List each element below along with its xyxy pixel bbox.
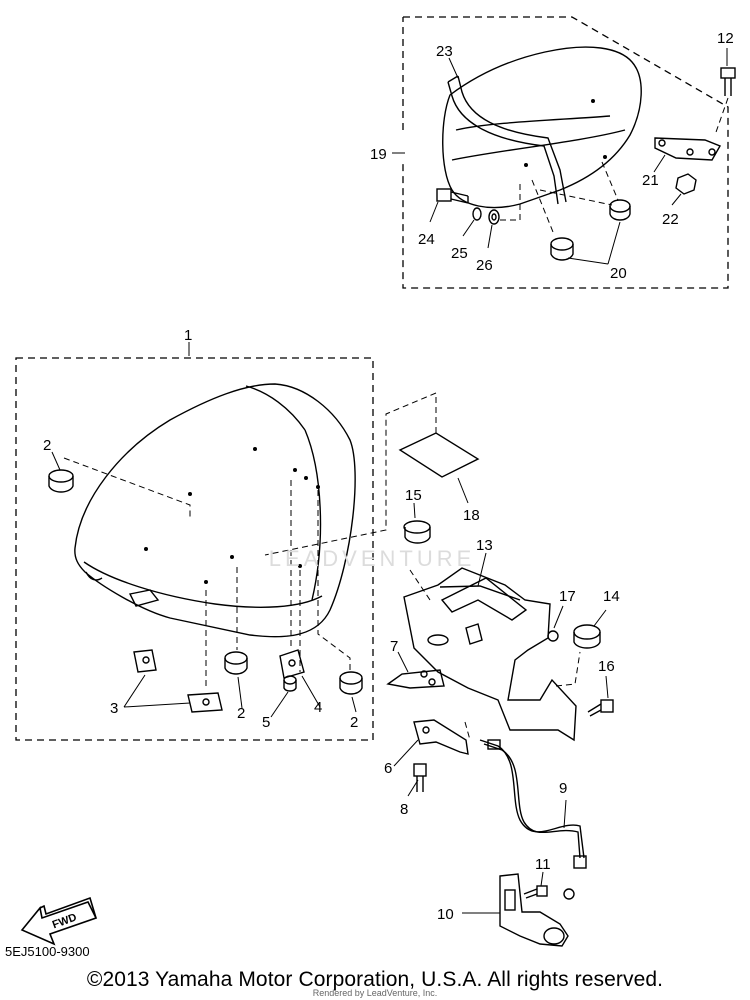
callout-16: 16: [598, 658, 615, 675]
callout-10: 10: [437, 906, 454, 923]
callout-3: 3: [110, 700, 118, 717]
passenger-seat-23: [442, 46, 642, 209]
callout-4: 4: [314, 699, 322, 716]
callout-18: 18: [463, 507, 480, 524]
callout-22: 22: [662, 211, 679, 228]
callout-26: 26: [476, 257, 493, 274]
callout-21: 21: [642, 172, 659, 189]
callout-20: 20: [610, 265, 627, 282]
rendered-by-note: Rendered by LeadVenture, Inc.: [312, 988, 438, 998]
rider-seat-1: [74, 383, 356, 638]
callout-12: 12: [717, 30, 734, 47]
cable-9: [479, 739, 587, 869]
callout-6: 6: [384, 760, 392, 777]
bolt-17: [547, 630, 559, 642]
seat-lock-10: [499, 873, 569, 947]
callout-5: 5: [262, 714, 270, 731]
screw-16: [587, 699, 614, 717]
callout-19: 19: [370, 146, 387, 163]
callout-1: 1: [184, 327, 192, 344]
callout-15: 15: [405, 487, 422, 504]
assembly-19-boundary: [402, 16, 729, 289]
callout-24: 24: [418, 231, 435, 248]
bolt-24: [436, 188, 469, 204]
callout-14: 14: [603, 588, 620, 605]
copyright-notice: ©2013 Yamaha Motor Corporation, U.S.A. A…: [86, 968, 664, 991]
fwd-arrow-icon: FWD: [20, 896, 98, 946]
nut-22: [675, 173, 697, 195]
callout-17: 17: [559, 588, 576, 605]
damper-20a: [609, 199, 631, 221]
damper-2-left: [48, 469, 74, 493]
bolt-12: [720, 67, 736, 96]
lock-holder-6: [413, 719, 469, 755]
bolt-8: [413, 763, 427, 792]
callout-13: 13: [476, 537, 493, 554]
callout-2-left: 2: [43, 437, 51, 454]
washer-25: [472, 207, 482, 221]
damper-2-right: [339, 671, 363, 695]
screw-11: [523, 885, 575, 900]
assembly-1-boundary: [15, 357, 374, 741]
diagram-code: 5EJ5100-9300: [5, 944, 90, 959]
watermark: LEADVENTURE: [268, 546, 476, 571]
label-18: [398, 432, 480, 478]
callout-8: 8: [400, 801, 408, 818]
collar-5: [283, 675, 297, 692]
bracket-4: [279, 649, 305, 679]
tail-cover-13: [403, 567, 577, 742]
callout-11: 11: [535, 856, 551, 873]
bracket-7: [386, 669, 445, 689]
callout-7: 7: [390, 638, 398, 655]
grommet-15: [403, 520, 431, 544]
callout-2-right: 2: [350, 714, 358, 731]
callout-9: 9: [559, 780, 567, 797]
clip-3: [133, 649, 223, 713]
bracket-21: [654, 137, 722, 161]
washer-26: [488, 209, 500, 225]
damper-20b: [550, 237, 574, 261]
callout-25: 25: [451, 245, 468, 262]
callout-2-mid: 2: [237, 705, 245, 722]
callout-23: 23: [436, 43, 453, 60]
grommet-14: [573, 624, 601, 649]
damper-2-mid: [224, 651, 248, 675]
